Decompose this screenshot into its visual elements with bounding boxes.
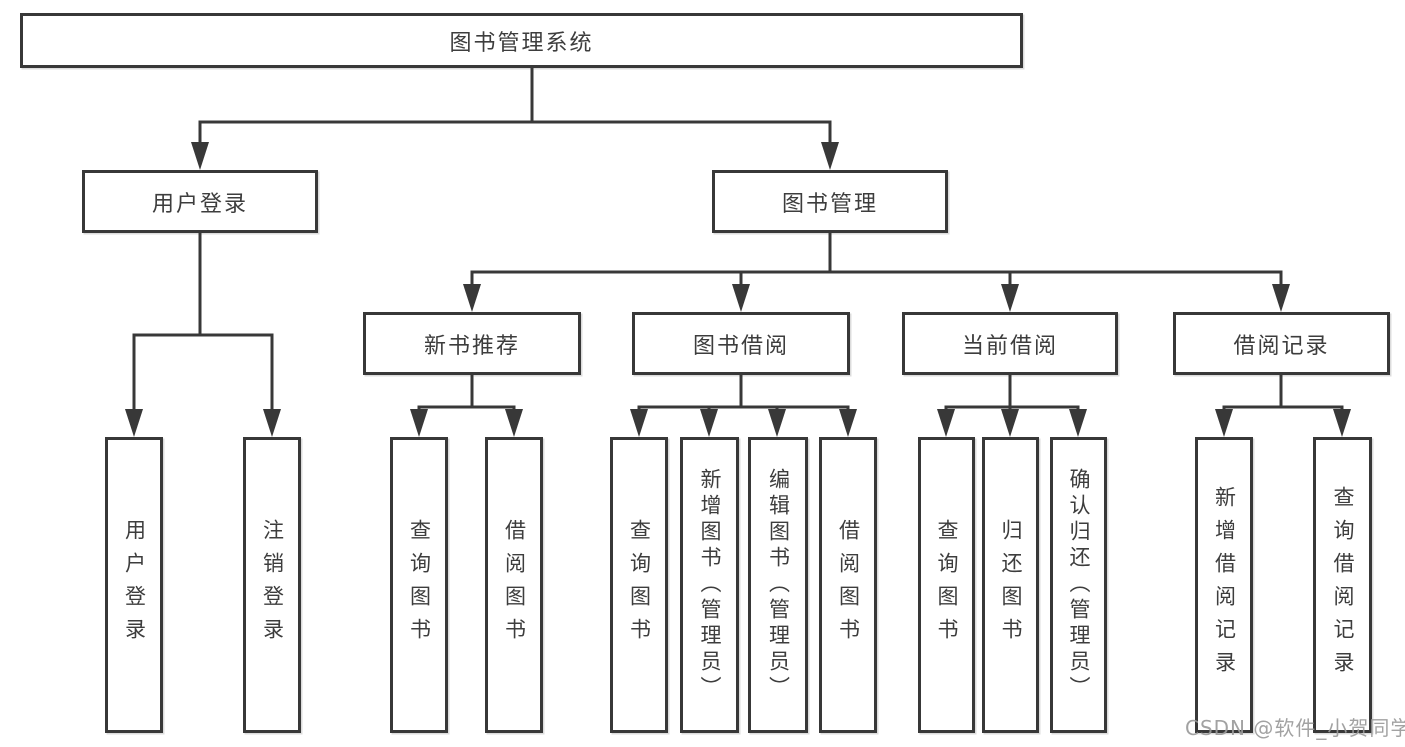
arrow-down-icon [1001,409,1019,437]
arrow-down-icon [937,409,955,437]
node-borrow-records: 借阅记录 [1173,312,1390,375]
node-current-borrow: 当前借阅 [902,312,1118,375]
arrow-down-icon [463,284,481,312]
leaf-label: 注销登录 [260,519,285,651]
arrow-down-icon [630,409,648,437]
leaf-label: 归还图书 [999,519,1023,651]
leaf-confirm-return-admin: 确认归还（管理员） [1050,437,1107,733]
leaf-return-books: 归还图书 [982,437,1039,733]
leaf-query-books-borrow: 查询图书 [610,437,668,733]
connector-borrow-group [630,373,857,437]
arrow-down-icon [125,409,143,437]
arrow-down-icon [505,409,523,437]
arrow-down-icon [263,409,281,437]
node-user-login: 用户登录 [82,170,318,233]
node-book-management-system: 图书管理系统 [20,13,1023,68]
node-book-borrow: 图书借阅 [632,312,850,375]
arrow-down-icon [1069,409,1087,437]
leaf-label: 新增借阅记录 [1212,486,1237,684]
node-book-management: 图书管理 [712,170,948,233]
connector-current-group [937,373,1087,437]
leaf-label: 查询借阅记录 [1331,486,1355,684]
connector-login-group [125,231,281,437]
leaf-add-books-admin: 新增图书（管理员） [680,437,739,733]
leaf-label: 新增图书（管理员） [698,468,722,702]
leaf-label: 查询图书 [627,519,652,651]
leaf-label: 借阅图书 [502,519,527,651]
leaf-label: 确认归还（管理员） [1067,468,1091,702]
leaf-query-borrow-record: 查询借阅记录 [1313,437,1372,733]
leaf-query-books-recommend: 查询图书 [390,437,448,733]
leaf-borrow-books: 借阅图书 [819,437,877,733]
watermark: CSDN @软件_小贺同学 [1185,716,1405,740]
leaf-edit-books-admin: 编辑图书（管理员） [748,437,808,733]
leaf-add-borrow-record: 新增借阅记录 [1195,437,1253,733]
connector-root-to-level2 [191,66,839,170]
node-new-book-recommend: 新书推荐 [363,312,581,375]
arrow-down-icon [768,409,786,437]
leaf-user-login: 用户登录 [105,437,163,733]
leaf-label: 查询图书 [935,519,959,651]
arrow-down-icon [1272,284,1290,312]
arrow-down-icon [1215,409,1233,437]
arrow-down-icon [191,142,209,170]
arrow-down-icon [1001,284,1019,312]
arrow-down-icon [410,409,428,437]
leaf-query-books-current: 查询图书 [918,437,975,733]
arrow-down-icon [732,284,750,312]
arrow-down-icon [821,142,839,170]
leaf-logout: 注销登录 [243,437,301,733]
leaf-borrow-books-recommend: 借阅图书 [485,437,543,733]
connector-management-to-level3 [463,231,1290,312]
connector-records-group [1215,373,1351,437]
leaf-label: 查询图书 [407,519,432,651]
connector-recommend-group [410,373,523,437]
leaf-label: 编辑图书（管理员） [766,468,791,702]
leaf-label: 用户登录 [122,519,147,651]
arrow-down-icon [1333,409,1351,437]
arrow-down-icon [700,409,718,437]
arrow-down-icon [839,409,857,437]
leaf-label: 借阅图书 [836,519,861,651]
